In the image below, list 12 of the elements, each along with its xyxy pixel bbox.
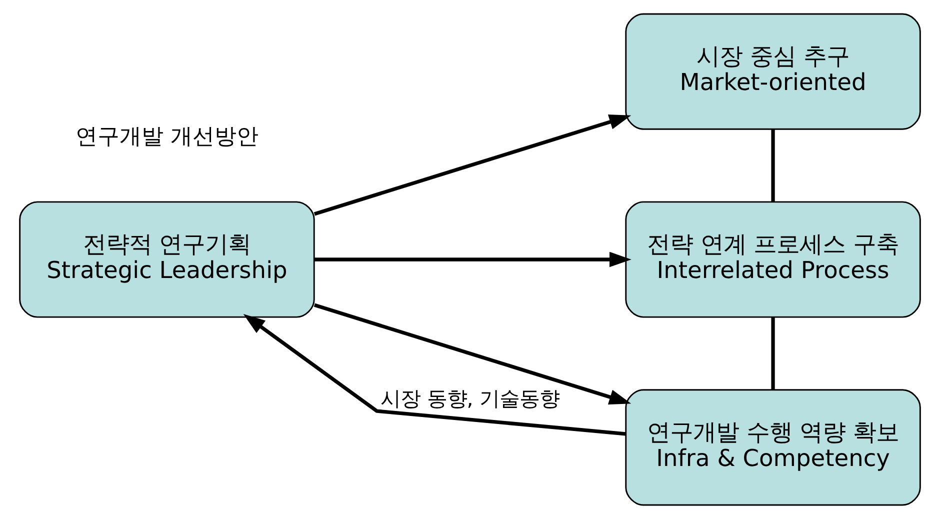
- node-box: 전략적 연구기획 Strategic Leadership: [18, 201, 314, 318]
- connector: [770, 129, 774, 202]
- arrow: [314, 252, 631, 268]
- connector: [770, 317, 774, 390]
- node-box: 전략 연계 프로세스 구축 Interrelated Process: [624, 201, 920, 318]
- arrow: [313, 114, 631, 216]
- arrow: [242, 314, 626, 436]
- node-box: 시장 중심 추구 Market-oriented: [624, 13, 920, 130]
- node-box: 연구개발 수행 역량 확보 Infra & Competency: [624, 389, 920, 506]
- label: 연구개발 개선방안: [74, 124, 258, 150]
- arrow: [313, 303, 631, 404]
- edge-label: 시장 동향, 기술동향: [380, 386, 560, 410]
